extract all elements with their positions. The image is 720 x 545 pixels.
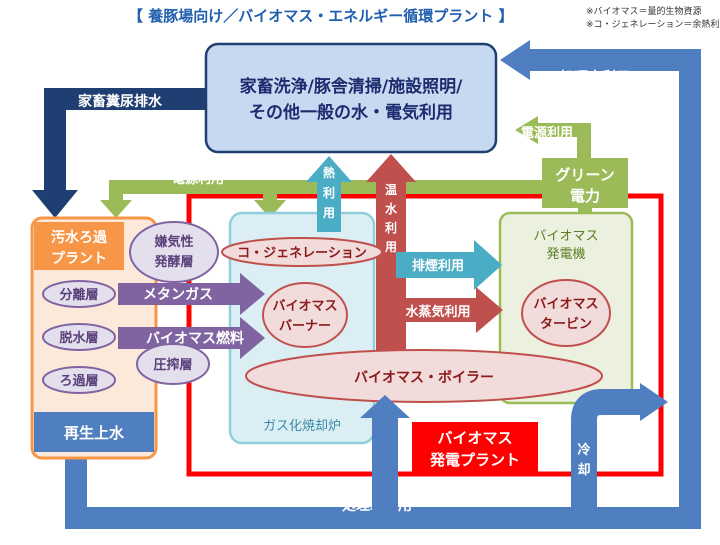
treated-water-arrowhead [500, 40, 530, 80]
page-title: 【 養豚場向け／バイオマス・エネルギー循環プラント 】 [128, 7, 513, 25]
boiler-feed-arrowhead [360, 395, 410, 418]
anaerobic-line2: 発酵層 [153, 254, 193, 270]
cogeneration-label: コ・ジェネレーション [237, 246, 367, 261]
treated-water-top-label: 処理水利用 [559, 69, 630, 86]
separation-label: 分離層 [59, 287, 98, 303]
hot-water-char2: 水 [385, 201, 398, 216]
livestock-waste-arrowhead [32, 190, 78, 218]
gasification-incinerator-label: ガス化焼却炉 [263, 419, 341, 434]
cooling-char2: 却 [577, 462, 590, 478]
heat-use-arrowhead [306, 156, 352, 182]
hot-water-arrowhead [366, 154, 416, 182]
note-biomass: ※バイオマス＝量的生物資源 [586, 5, 702, 17]
biomass-boiler-ellipse [245, 349, 603, 403]
power-use-right-arrowhead [515, 116, 538, 144]
cooling-char1: 冷 [577, 442, 590, 458]
biomass-burner-line1: バイオマス [272, 299, 337, 314]
boiler-feed-shaft [372, 414, 398, 518]
exhaust-use-label: 排煙利用 [412, 258, 464, 274]
recycled-water-box [34, 412, 154, 452]
power-plant-line2: 発電プラント [429, 451, 520, 469]
heat-use-char3: 用 [322, 206, 335, 220]
filtration-label: ろ過層 [59, 373, 98, 389]
green-power-line2: 電力 [570, 187, 600, 205]
exhaust-use-arrowhead [474, 240, 502, 290]
biomass-boiler-label: バイオマス・ボイラー [354, 370, 494, 386]
power-use-right-path [538, 123, 591, 160]
anaerobic-line1: 嫌気性 [153, 234, 193, 250]
methane-gas-shaft [118, 283, 242, 305]
exhaust-use-shaft [396, 252, 476, 278]
power-use-left-arrowhead [100, 200, 132, 218]
treated-water-loop [65, 49, 701, 529]
facility-usage-line1: 家畜洗浄/豚舎清掃/施設照明/ [240, 76, 463, 97]
hot-water-char4: 用 [384, 240, 397, 254]
biomass-fuel-arrowhead [240, 317, 265, 359]
hot-water-shaft [376, 182, 406, 378]
hot-water-char3: 利 [385, 220, 397, 235]
turbine-line1: バイオマス [533, 297, 598, 312]
filter-plant-title-box [34, 222, 124, 270]
livestock-waste-label: 家畜糞尿排水 [78, 93, 163, 110]
biomass-fuel-shaft [118, 327, 242, 349]
biomass-burner-line2: バーナー [279, 319, 331, 334]
hot-water-char1: 温 [385, 183, 397, 197]
power-plant-label-box [412, 422, 538, 474]
heat-use-char2: 利 [323, 185, 335, 200]
facility-usage-line2: その他一般の水・電気利用 [249, 102, 453, 123]
dehydration-label: 脱水層 [59, 330, 98, 346]
compression-label: 圧搾層 [153, 357, 192, 373]
green-power-box [542, 158, 628, 208]
note-cogeneration: ※コ・ジェネレーション＝余熱利用 [586, 18, 720, 30]
dehydration-layer-ellipse [42, 323, 116, 351]
steam-use-label: 水蒸気利用 [405, 304, 470, 320]
methane-gas-label: メタンガス [143, 287, 213, 303]
filter-plant-title-line2: プラント [51, 251, 107, 267]
recycled-water-label: 再生上水 [64, 424, 125, 442]
livestock-waste-path [44, 88, 206, 195]
filter-plant-title-line1: 汚水ろ過 [51, 229, 108, 246]
steam-use-shaft [396, 298, 478, 322]
power-use-right-label: 電源利用 [521, 125, 573, 141]
biomass-burner-ellipse [262, 282, 348, 348]
cooling-path [571, 389, 642, 518]
facility-usage-box [204, 42, 498, 154]
power-use-mid-arrowhead [254, 200, 286, 218]
steam-use-arrowhead [476, 287, 503, 333]
generator-title-line2: 発電機 [546, 247, 585, 262]
power-plant-line1: バイオマス [437, 429, 512, 447]
heat-use-shaft [317, 182, 341, 232]
compression-layer-ellipse [136, 343, 210, 385]
separation-layer-ellipse [42, 280, 116, 308]
anaerobic-layer-ellipse [129, 221, 219, 283]
power-use-left-label: 電源利用 [172, 171, 224, 187]
methane-gas-arrowhead [240, 273, 265, 315]
biomass-fuel-label: バイオマス燃料 [146, 330, 244, 347]
heat-use-char1: 熱 [323, 165, 335, 180]
green-power-line1: グリーン [555, 166, 614, 184]
generator-title-line1: バイオマス [533, 229, 598, 244]
cooling-arrowhead [640, 383, 668, 421]
filtration-layer-ellipse [42, 366, 116, 394]
cogeneration-ellipse [221, 237, 383, 267]
turbine-line2: タービン [540, 316, 592, 332]
turbine-ellipse [521, 279, 611, 347]
